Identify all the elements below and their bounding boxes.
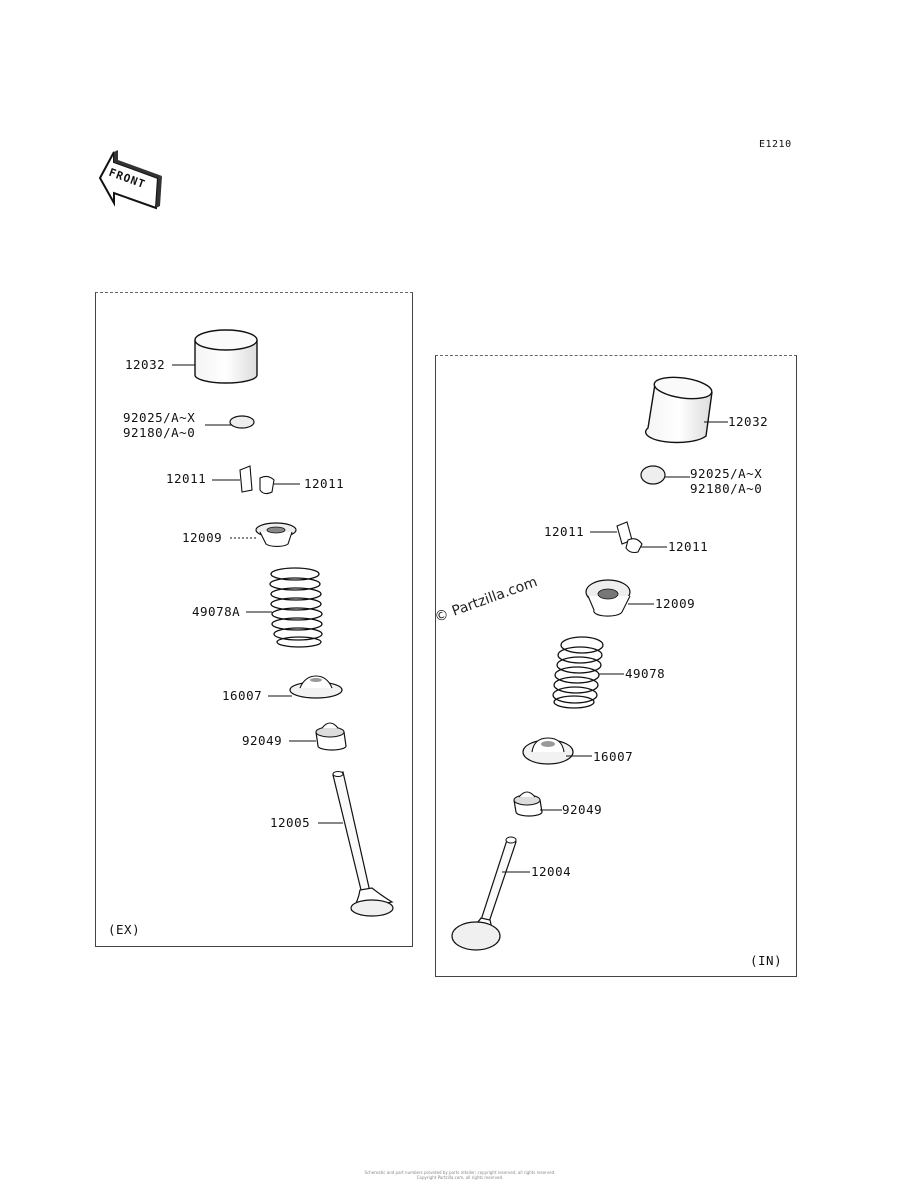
ex-cotter-icon (239, 465, 275, 495)
in-cotter-icon (616, 521, 643, 554)
ex-label-spring: 49078A (192, 604, 241, 619)
ex-label-retainer: 12009 (182, 530, 223, 545)
in-label-spring: 49078 (625, 666, 666, 681)
ex-label-cotter-left: 12011 (166, 471, 207, 486)
in-label-spring-seat: 16007 (593, 749, 634, 764)
intake-panel (435, 355, 797, 977)
ex-label-cotter-right: 12011 (304, 476, 345, 491)
in-retainer-icon (585, 579, 631, 617)
ex-label-shim-a: 92025/A~X (123, 410, 196, 425)
in-label-shim-a: 92025/A~X (690, 466, 763, 481)
ex-label-shim-b: 92180/A~0 (123, 425, 196, 440)
ex-label-oil-seal: 92049 (242, 733, 283, 748)
ex-spring-seat-icon (289, 675, 343, 699)
in-tappet-icon (644, 376, 713, 444)
ex-label-tappet: 12032 (125, 357, 166, 372)
in-spring-icon (552, 636, 604, 709)
in-label-tappet: 12032 (728, 414, 769, 429)
ex-oil-seal-icon (315, 722, 347, 751)
in-label-cotter-left: 12011 (544, 524, 585, 539)
in-spring-seat-icon (522, 737, 574, 765)
ex-shim-icon (229, 415, 255, 429)
in-label-oil-seal: 92049 (562, 802, 603, 817)
ex-tappet-icon (194, 329, 258, 384)
in-label-shim-b: 92180/A~0 (690, 481, 763, 496)
ex-retainer-icon (255, 522, 297, 547)
in-label-cotter-right: 12011 (668, 539, 709, 554)
ex-spring-icon (269, 567, 323, 648)
footer: Schematic and part numbers provided by p… (300, 1170, 620, 1180)
footer-line-1: Schematic and part numbers provided by p… (364, 1170, 556, 1175)
diagram-code: E1210 (759, 139, 792, 150)
in-oil-seal-icon (513, 791, 543, 817)
ex-valve-icon (332, 771, 394, 917)
ex-label-valve: 12005 (270, 815, 311, 830)
ex-caption: (EX) (108, 922, 141, 937)
ex-label-spring-seat: 16007 (222, 688, 263, 703)
in-shim-icon (640, 465, 666, 485)
in-label-valve: 12004 (531, 864, 572, 879)
exhaust-panel (95, 292, 413, 947)
in-label-retainer: 12009 (655, 596, 696, 611)
in-caption: (IN) (750, 953, 783, 968)
footer-line-2: Copyright Partzilla.com, all rights rese… (416, 1175, 504, 1180)
in-valve-icon (451, 836, 517, 951)
front-arrow-icon (98, 150, 162, 210)
